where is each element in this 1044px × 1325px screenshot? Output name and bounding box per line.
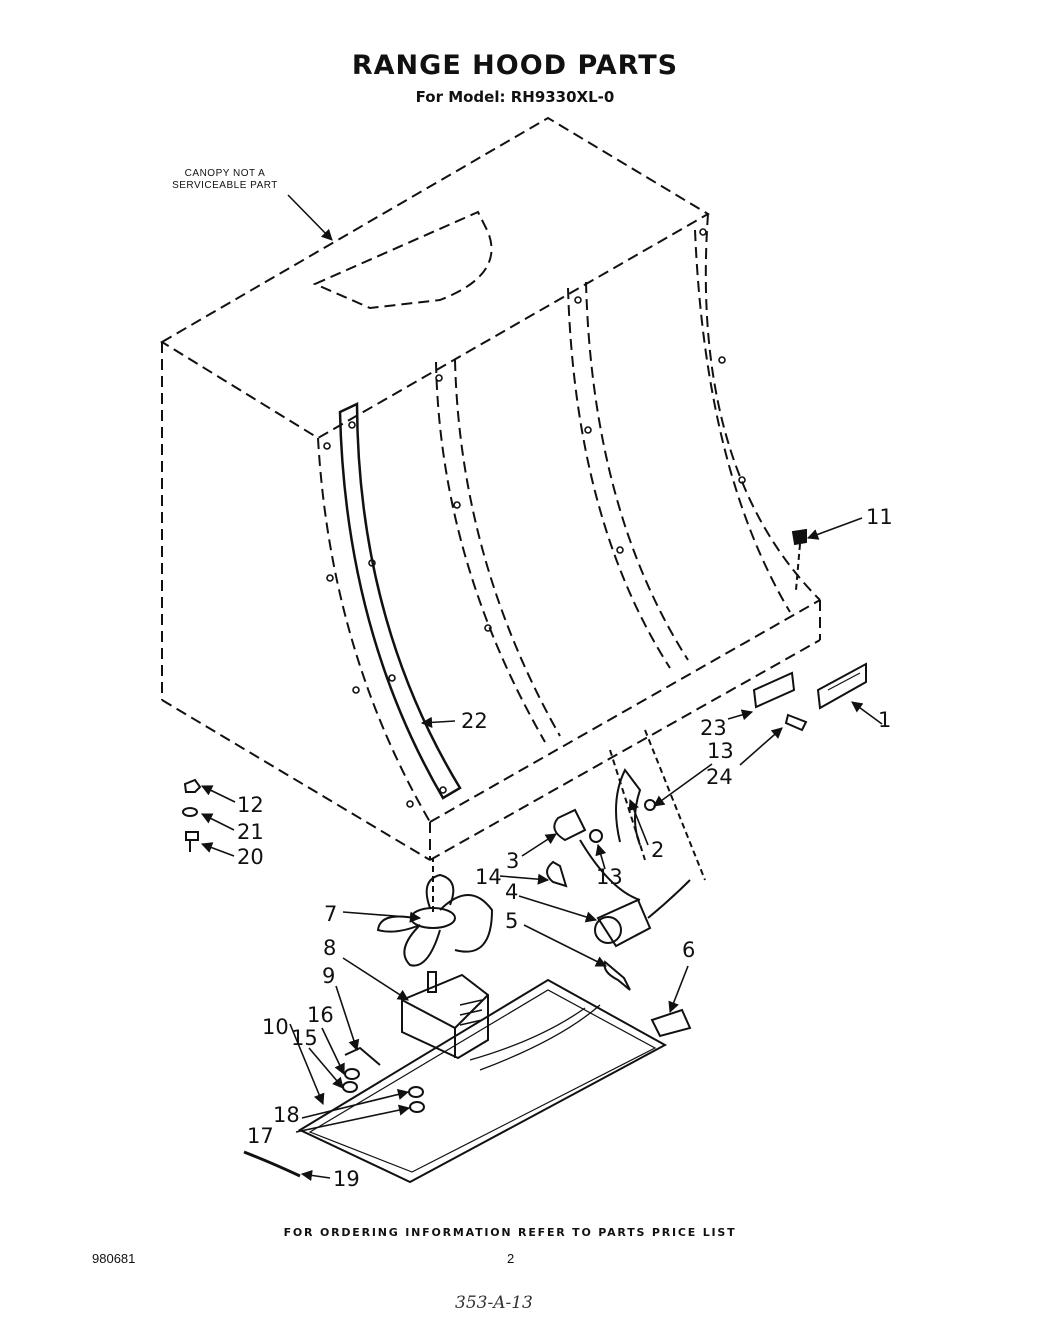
page-title: RANGE HOOD PARTS xyxy=(351,50,679,81)
page-number: 2 xyxy=(507,1251,515,1266)
callout-21: 21 xyxy=(237,820,264,844)
callout-4: 4 xyxy=(505,880,519,904)
callout-24: 24 xyxy=(706,765,733,789)
loose-hardware xyxy=(182,778,202,852)
callout-7: 7 xyxy=(324,902,338,926)
leader-arrows xyxy=(200,194,883,1181)
callout-3: 3 xyxy=(506,849,520,873)
callout-11: 11 xyxy=(866,505,893,529)
nameplate-1 xyxy=(816,662,867,710)
strip-22 xyxy=(338,402,462,800)
screw-11 xyxy=(791,528,807,591)
model-subtitle: For Model: RH9330XL-0 xyxy=(415,88,615,106)
callout-23: 23 xyxy=(700,716,727,740)
screw-24 xyxy=(784,713,808,732)
document-number: 980681 xyxy=(92,1251,136,1266)
callout-6: 6 xyxy=(682,938,696,962)
callout-18: 18 xyxy=(273,1103,300,1127)
callout-13-lower: 13 xyxy=(596,865,623,889)
canopy-note: CANOPY NOT A SERVICEABLE PART xyxy=(172,168,278,191)
callout-14: 14 xyxy=(475,865,502,889)
callout-5: 5 xyxy=(505,909,519,933)
handwritten-reference: 353-A-13 xyxy=(455,1293,533,1313)
callout-20: 20 xyxy=(237,845,264,869)
callout-10: 10 xyxy=(262,1015,289,1039)
callout-16: 16 xyxy=(307,1003,334,1027)
label-23 xyxy=(752,671,796,709)
fan-blade-7 xyxy=(376,858,494,967)
hardware-stack xyxy=(243,1046,425,1178)
callout-12: 12 xyxy=(237,793,264,817)
canopy-screw-holes xyxy=(323,228,746,808)
callout-17: 17 xyxy=(247,1124,274,1148)
callout-22: 22 xyxy=(461,709,488,733)
switch-and-lamp-parts xyxy=(546,729,706,1038)
callout-9: 9 xyxy=(322,964,336,988)
mounting-plate xyxy=(297,978,668,1184)
motor-8 xyxy=(401,971,489,1060)
callout-15: 15 xyxy=(291,1026,318,1050)
callout-8: 8 xyxy=(323,936,337,960)
callout-2: 2 xyxy=(651,838,665,862)
callout-1: 1 xyxy=(878,708,892,732)
callout-13-upper: 13 xyxy=(707,739,734,763)
callout-19: 19 xyxy=(333,1167,360,1191)
canopy-outline xyxy=(160,116,821,861)
ordering-info: FOR ORDERING INFORMATION REFER TO PARTS … xyxy=(283,1226,737,1239)
